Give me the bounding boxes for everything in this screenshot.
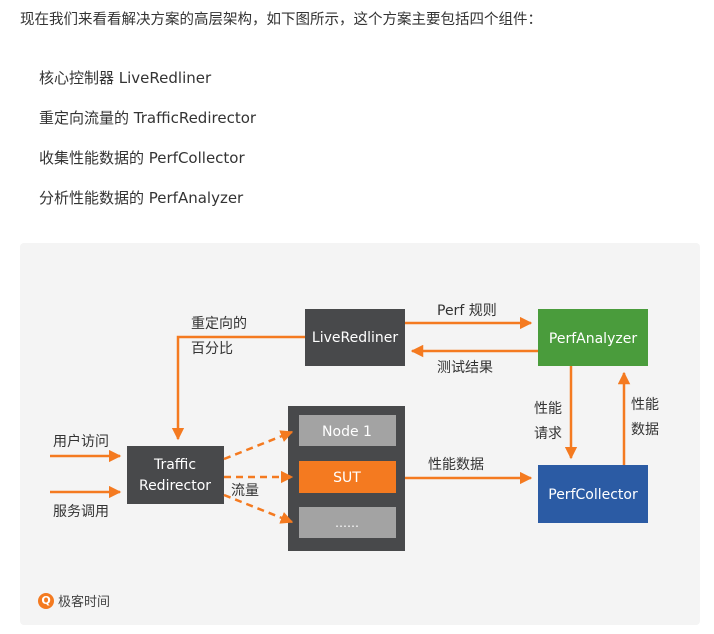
component-list: 核心控制器 LiveRedliner 重定向流量的 TrafficRedirec…	[39, 68, 256, 228]
arrow-traffic-node1	[223, 430, 294, 461]
dots-box	[299, 507, 396, 538]
architecture-diagram: LiveRedliner PerfAnalyzer PerfCollector …	[20, 243, 700, 625]
list-item: 核心控制器 LiveRedliner	[39, 69, 212, 87]
sut-label: SUT	[333, 470, 361, 486]
liveredliner-box	[305, 309, 405, 366]
logo-text: 极客时间	[58, 595, 111, 610]
sut-box	[299, 461, 396, 493]
perfcollector-box	[538, 465, 648, 523]
list-item: 收集性能数据的 PerfCollector	[39, 149, 245, 167]
intro-text: 现在我们来看看解决方案的高层架构，如下图所示，这个方案主要包括四个组件：	[20, 12, 542, 28]
perfcollector-label: PerfCollector	[548, 487, 638, 503]
label-redirect-2: 百分比	[191, 341, 233, 357]
label-service-call: 服务调用	[53, 504, 109, 520]
traffic-redirector-label-1: Traffic	[153, 457, 196, 473]
label-perf-data: 性能数据	[428, 457, 484, 473]
label-traffic: 流量	[231, 483, 259, 499]
dots-label: ……	[335, 516, 359, 530]
label-test-results: 测试结果	[437, 360, 493, 376]
label-perf-data-up-1: 性能	[631, 397, 659, 413]
arrow-redirect-percentage	[171, 335, 305, 441]
node1-box	[299, 415, 396, 446]
arrow-traffic-dots	[223, 493, 294, 524]
geektime-logo: Q 极客时间	[38, 591, 110, 610]
node1-label: Node 1	[322, 424, 372, 440]
list-item: 分析性能数据的 PerfAnalyzer	[39, 189, 244, 207]
traffic-redirector-box	[127, 446, 224, 504]
label-perf-request-1: 性能	[534, 401, 562, 417]
diagram-canvas: LiveRedliner PerfAnalyzer PerfCollector …	[50, 303, 659, 551]
perfanalyzer-box	[538, 309, 648, 366]
geektime-logo-icon: Q	[38, 592, 54, 609]
list-item: 重定向流量的 TrafficRedirector	[39, 109, 257, 127]
label-perf-data-up-2: 数据	[631, 422, 659, 438]
liveredliner-label: LiveRedliner	[312, 330, 398, 346]
label-user-access: 用户访问	[53, 433, 109, 450]
label-perf-rules: Perf 规则	[437, 303, 497, 319]
label-perf-request-2: 请求	[534, 426, 562, 442]
traffic-redirector-label-2: Redirector	[139, 478, 211, 494]
perfanalyzer-label: PerfAnalyzer	[549, 331, 637, 347]
label-redirect-1: 重定向的	[191, 316, 247, 332]
